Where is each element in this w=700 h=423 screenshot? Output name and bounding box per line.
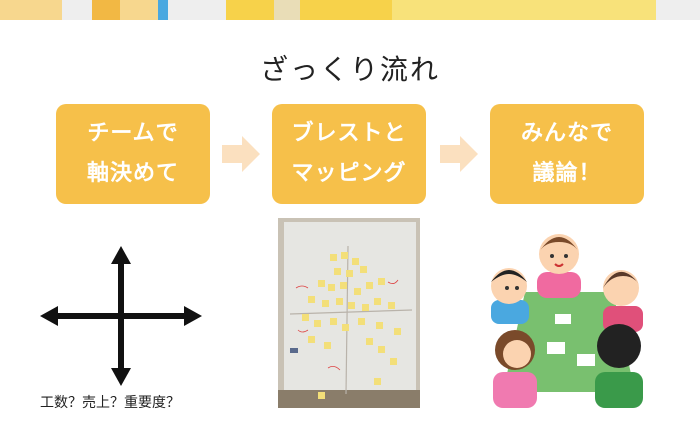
step-3-line2: 議論！ [532, 161, 602, 186]
step-2-line1: ブレストと [291, 121, 407, 146]
color-bar-segment [226, 0, 274, 20]
step-1-line2: 軸決めて [86, 161, 179, 186]
axes-caption: 工数？売上？重要度？ [40, 395, 180, 411]
team-discussion-illustration [491, 234, 643, 408]
step-box-2: ブレストと マッピング [272, 104, 426, 204]
color-bar-segment [158, 0, 168, 20]
color-bar-segment [538, 0, 656, 20]
color-bar-segment [0, 0, 62, 20]
step-box-1: チームで 軸決めて [56, 104, 210, 204]
color-bar-segment [120, 0, 158, 20]
color-bar-segment [168, 0, 226, 20]
color-bar-segment [92, 0, 120, 20]
step-3-line1: みんなで [520, 121, 613, 146]
color-bar-segment [274, 0, 300, 20]
slide-title: ざっくり流れ [259, 53, 440, 86]
right-chevron-arrow-icon [440, 136, 478, 172]
four-way-axes-icon [40, 246, 202, 386]
color-bar-segment [656, 0, 700, 20]
step-2-line2: マッピング [291, 161, 407, 186]
step-1-line1: チームで [87, 121, 179, 146]
decorative-color-bar [0, 0, 700, 20]
color-bar-segment [62, 0, 92, 20]
whiteboard-photo [278, 218, 420, 408]
right-chevron-arrow-icon [222, 136, 260, 172]
step-box-3: みんなで 議論！ [490, 104, 644, 204]
color-bar-segment [392, 0, 538, 20]
color-bar-segment [300, 0, 392, 20]
